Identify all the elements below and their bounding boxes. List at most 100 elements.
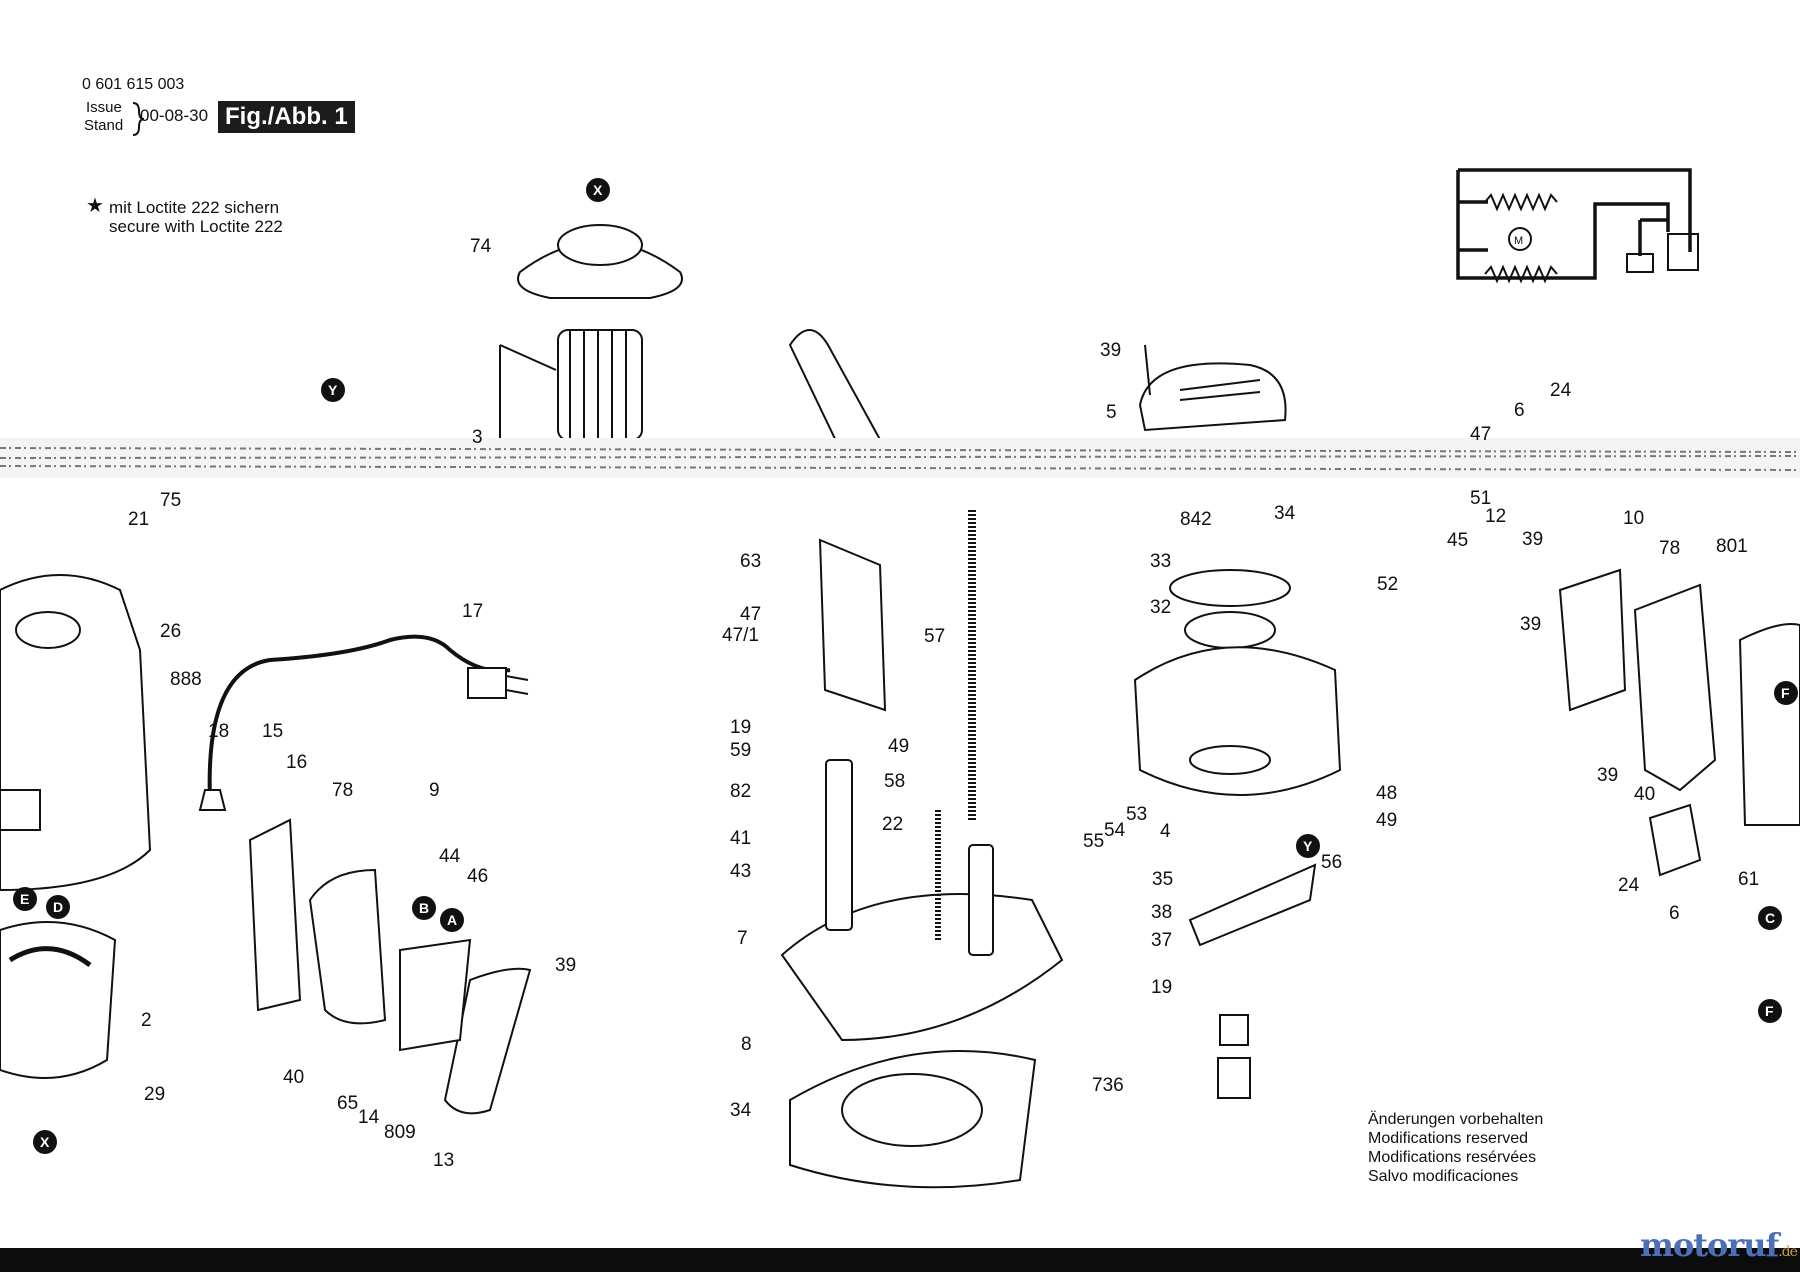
part-callout-38: 57 (924, 626, 945, 647)
connector-tag-8: F (1774, 681, 1798, 705)
part-callout-53: 53 (1126, 804, 1147, 825)
part-callout-45: 41 (730, 828, 751, 849)
part-callout-63: 10 (1623, 508, 1644, 529)
wiring-schematic (1456, 168, 1699, 284)
part-callout-71: 61 (1738, 869, 1759, 890)
part-callout-3: 5 (1106, 402, 1117, 423)
part-callout-29: 29 (144, 1084, 165, 1105)
footer-note-1: Modifications reserved (1368, 1130, 1529, 1147)
part-callout-39: 19 (730, 717, 751, 738)
part-callout-46: 43 (730, 861, 751, 882)
scan-noise-band (0, 438, 1800, 478)
connector-tag-9: F (1758, 999, 1782, 1023)
connector-tag-4: B (412, 896, 436, 920)
footer-note-3: Salvo modificaciones (1368, 1168, 1519, 1185)
connector-tag-7: Y (1296, 834, 1320, 858)
part-callout-50: 4 (1160, 821, 1171, 842)
part-callout-11: 34 (1274, 503, 1296, 524)
svg-text:X: X (593, 182, 603, 198)
issue-date: 00-08-30 (140, 106, 209, 125)
part-callout-69: 24 (1618, 875, 1640, 896)
part-callout-66: 39 (1520, 614, 1541, 635)
bottom-bar (0, 1248, 1800, 1272)
part-callout-28: 2 (141, 1010, 152, 1031)
connector-tags: X Y E D B A X Y F F C (13, 178, 1798, 1154)
base-plate-assembly (780, 538, 1064, 1189)
header-brace (132, 102, 145, 136)
part-callout-33: 809 (384, 1122, 416, 1143)
part-callout-18: 888 (170, 669, 202, 690)
motor-cover (1138, 344, 1287, 432)
motor-symbol-icon (1508, 227, 1532, 251)
svg-text:F: F (1781, 685, 1790, 701)
deflector-part (788, 329, 885, 446)
part-callout-40: 59 (730, 740, 751, 761)
bearing-flange-assembly (1133, 569, 1342, 1099)
svg-text:D: D (53, 899, 63, 915)
part-callout-34: 13 (433, 1150, 454, 1171)
part-callout-9: 45 (1447, 530, 1468, 551)
svg-text:B: B (419, 900, 429, 916)
router-housing (0, 574, 152, 892)
connector-tag-1: Y (321, 378, 345, 402)
part-callout-54: 54 (1104, 820, 1126, 841)
part-callout-57: 35 (1152, 869, 1173, 890)
svg-text:E: E (20, 891, 29, 907)
part-callout-27: 39 (555, 955, 576, 976)
connector-tag-6: X (33, 1130, 57, 1154)
part-callout-42: 58 (884, 771, 905, 792)
part-callout-22: 16 (286, 752, 307, 773)
part-callout-47: 7 (737, 928, 748, 949)
svg-text:A: A (447, 912, 457, 928)
part-callout-1: 3 (472, 427, 483, 448)
issue-label: Issue (86, 99, 122, 116)
part-callout-68: 40 (1634, 784, 1655, 805)
part-callout-25: 44 (439, 846, 461, 867)
part-callout-70: 6 (1669, 903, 1680, 924)
part-callout-49: 34 (730, 1100, 752, 1121)
part-callout-2: 39 (1100, 340, 1121, 361)
part-callout-12: 33 (1150, 551, 1171, 572)
part-callout-21: 15 (262, 721, 283, 742)
part-callout-64: 78 (1659, 538, 1680, 559)
motor-label: M (1514, 235, 1523, 247)
part-callout-37: 47/1 (722, 625, 759, 646)
connector-tag-2: E (13, 887, 37, 911)
handle-and-switch (248, 818, 532, 1115)
part-callout-32: 14 (358, 1107, 380, 1128)
svg-text:Y: Y (328, 382, 338, 398)
note-en: secure with Loctite 222 (109, 217, 283, 236)
connector-tag-3: D (46, 895, 70, 919)
svg-text:Y: Y (1303, 838, 1313, 854)
part-callout-17: 26 (160, 621, 181, 642)
armature-assembly (499, 224, 683, 441)
part-number: 0 601 615 003 (82, 76, 185, 93)
connector-tag-0: X (586, 178, 610, 202)
part-callout-48: 8 (741, 1034, 752, 1055)
footer-note-2: Modifications resérvées (1368, 1149, 1537, 1166)
part-callout-55: 55 (1083, 831, 1104, 852)
connector-tag-10: C (1758, 906, 1782, 930)
part-callout-16: 75 (160, 490, 181, 511)
part-callout-62: 39 (1522, 529, 1543, 550)
part-callout-30: 40 (283, 1067, 304, 1088)
connector-tag-5: A (440, 908, 464, 932)
part-callout-10: 842 (1180, 509, 1212, 530)
part-callout-61: 736 (1092, 1075, 1124, 1096)
part-callout-8: 51 (1470, 488, 1491, 509)
part-callout-15: 21 (128, 509, 149, 530)
part-callout-7: 12 (1485, 506, 1506, 527)
part-callout-20: 18 (208, 721, 229, 742)
part-callout-6: 47 (1470, 424, 1491, 445)
part-callout-31: 65 (337, 1093, 358, 1114)
part-callout-41: 49 (888, 736, 909, 757)
switch-symbol-icon (1626, 253, 1654, 273)
power-cable (198, 634, 529, 811)
svg-text:C: C (1765, 910, 1775, 926)
watermark-logo: motoruf.de (1640, 1226, 1798, 1264)
side-handle-covers (1558, 568, 1800, 877)
part-callout-44: 22 (882, 814, 903, 835)
svg-text:X: X (40, 1134, 50, 1150)
